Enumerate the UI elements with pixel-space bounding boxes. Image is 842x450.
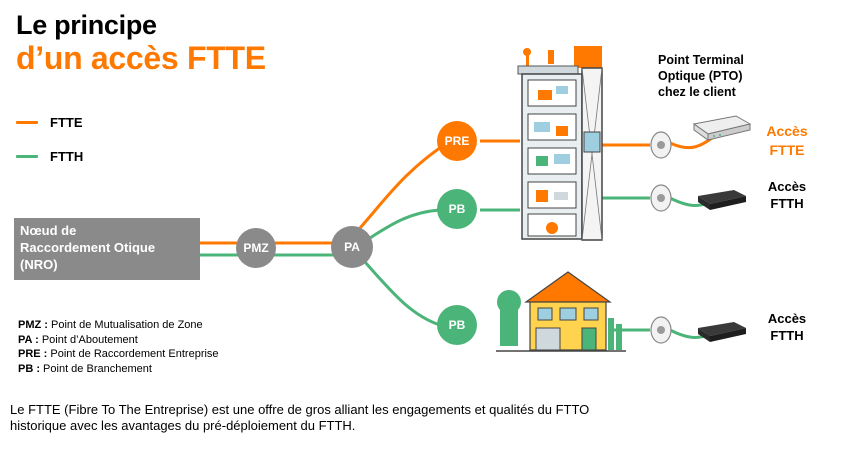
pto-line-3: chez le client [658, 85, 736, 99]
glossary-item-pb: PB : Point de Branchement [18, 362, 219, 377]
glossary: PMZ : Point de Mutualisation de Zone PA … [18, 318, 219, 376]
access-ftth-building-line-2: FTTH [770, 196, 804, 211]
glossary-abbr: PA : [18, 333, 39, 346]
glossary-text: Point de Raccordement Entreprise [47, 348, 219, 360]
node-pa: PA [331, 226, 373, 268]
footer-text: Le FTTE (Fibre To The Entreprise) est un… [10, 402, 830, 434]
title-line-2: d’un accès FTTE [16, 40, 266, 76]
footer-line-1: Le FTTE (Fibre To The Entreprise) est un… [10, 402, 590, 417]
title-line-1: Le principe [16, 10, 157, 40]
glossary-abbr: PB : [18, 362, 40, 375]
pto-socket-ftth-building-icon [650, 184, 672, 212]
office-building-illustration [517, 46, 603, 241]
legend-ftte: FTTE [16, 115, 83, 130]
node-pre: PRE [437, 121, 477, 161]
glossary-abbr: PMZ : [18, 319, 48, 331]
access-ftte-label: Accès FTTE [752, 122, 822, 160]
pto-line-1: Point Terminal [658, 53, 744, 67]
legend-ftte-label: FTTE [50, 115, 83, 130]
node-pmz: PMZ [236, 228, 276, 268]
ftth-box-house-icon [698, 322, 746, 342]
legend-ftth-swatch [16, 155, 38, 158]
node-pb-house: PB [437, 305, 477, 345]
house-illustration [496, 271, 626, 352]
access-ftth-house-line-1: Accès [767, 311, 807, 326]
pto-socket-ftte-icon [650, 131, 672, 159]
pto-socket-ftth-house-icon [650, 316, 672, 344]
nro-line-3: (NRO) [20, 257, 58, 272]
access-ftth-building-line-1: Accès [767, 179, 807, 194]
pto-label: Point Terminal Optique (PTO) chez le cli… [658, 52, 744, 100]
glossary-item-pa: PA : Point d’Aboutement [18, 333, 219, 348]
nro-line-2: Raccordement Otique [20, 240, 156, 255]
access-ftte-line-2: FTTE [769, 142, 805, 158]
access-ftth-house-line-2: FTTH [770, 328, 804, 343]
nro-box: Nœud de Raccordement Otique (NRO) [14, 218, 200, 280]
ftte-modem-icon [692, 115, 752, 141]
access-ftth-building-label: Accès FTTH [752, 178, 822, 212]
pto-line-2: Optique (PTO) [658, 69, 743, 83]
glossary-item-pmz: PMZ : Point de Mutualisation de Zone [18, 318, 219, 333]
access-ftte-line-1: Accès [766, 123, 808, 139]
ftth-box-building-icon [698, 190, 746, 210]
glossary-text: Point de Mutualisation de Zone [47, 319, 203, 331]
legend-ftth: FTTH [16, 149, 83, 164]
footer-line-2: historique avec les avantages du pré-dép… [10, 418, 356, 433]
access-ftth-house-label: Accès FTTH [752, 310, 822, 344]
glossary-text: Point de Branchement [40, 362, 152, 375]
glossary-text: Point d’Aboutement [38, 333, 138, 346]
glossary-item-pre: PRE : Point de Raccordement Entreprise [18, 347, 219, 362]
line-ftth-pa-pb1 [369, 208, 441, 240]
glossary-abbr: PRE : [18, 348, 48, 360]
node-pb-building: PB [437, 189, 477, 229]
legend-ftte-swatch [16, 121, 38, 124]
line-ftth-pa-pb2 [363, 261, 441, 327]
line-ftte-pa-pre [358, 139, 451, 229]
legend-ftth-label: FTTH [50, 149, 84, 164]
nro-line-1: Nœud de [20, 223, 77, 238]
